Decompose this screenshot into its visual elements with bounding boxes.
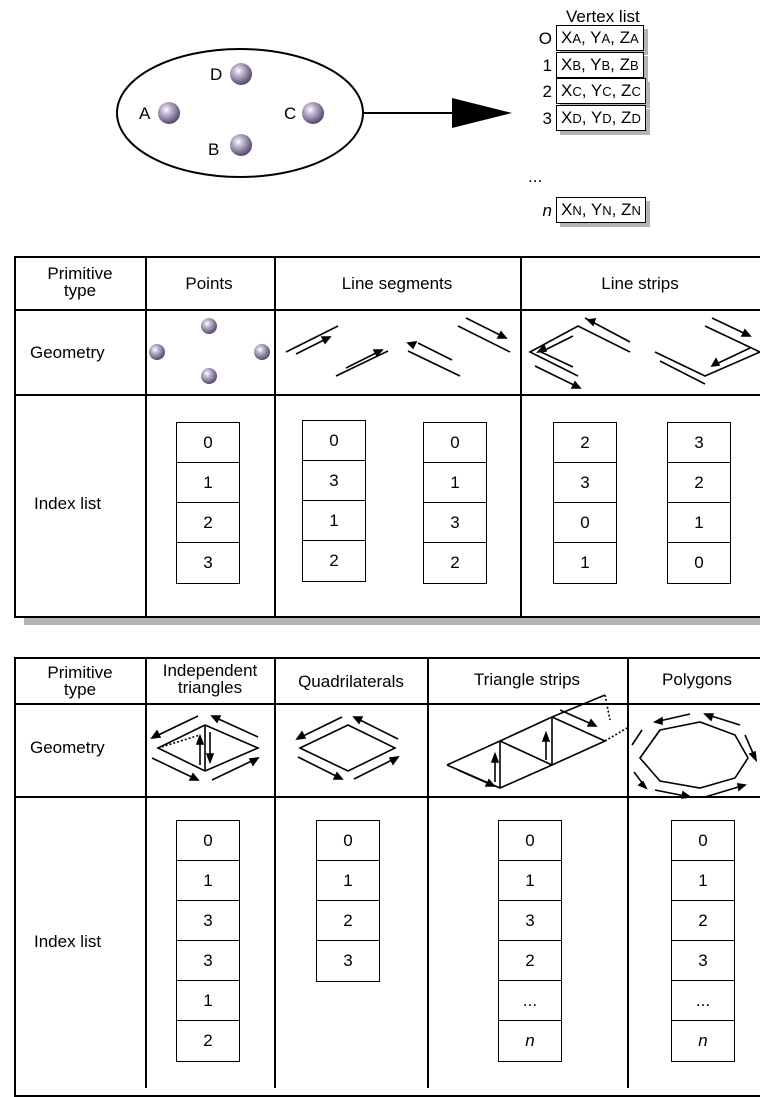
index-cell: 3 [177,941,239,981]
point-c-sphere [302,102,324,124]
table1-shadow [24,616,760,625]
point-label-a: A [139,104,151,123]
index-cell: 0 [317,821,379,861]
index-cell: 3 [668,423,730,463]
vertex-list-title: Vertex list [566,7,640,26]
vertex-index: O [538,29,552,48]
table1-col-header-line-segments: Line segments [341,274,453,293]
index-cell: 1 [177,861,239,901]
index-cell: 3 [303,461,365,501]
table2-col-header-triangle-strips: Triangle strips [473,670,581,689]
table2-frame [14,657,760,1097]
quadrilaterals-geometry [295,716,400,780]
vertex-list-ellipsis: ... [528,167,543,186]
index-cell: 0 [177,423,239,463]
line-strips-geometry [528,317,760,389]
index-cell: 2 [499,941,561,981]
table1-row-header-type: Primitive type [47,264,113,300]
table2-row-header-index: Index list [34,932,102,951]
index-cell: 3 [554,463,616,503]
point-d-sphere [230,63,252,85]
point-b-sphere [230,134,252,156]
index-cell: 3 [203,553,213,572]
index-cell: 1 [499,861,561,901]
index-cell: 2 [317,901,379,941]
index-cell: 3 [499,901,561,941]
independent-triangles-geometry [150,715,261,781]
polygons-geometry [631,713,758,799]
index-cell: 2 [554,423,616,463]
vertex-index: 3 [542,109,552,128]
index-cell: 0 [424,423,486,463]
index-cell: 3 [424,503,486,543]
vertex-index: 1 [542,56,552,75]
index-cell: 2 [177,503,239,543]
index-cell: 0 [694,553,704,572]
index-cell: 0 [672,821,734,861]
index-cell: 1 [177,463,239,503]
index-cell: 2 [668,463,730,503]
vertex-index: n [542,201,552,220]
index-cell: 2 [203,1031,213,1050]
table1-row-header-geometry: Geometry [30,343,105,362]
index-cell: 1 [668,503,730,543]
index-cell: 3 [343,951,353,970]
table1-frame [14,256,760,618]
table2-row-header-geometry: Geometry [30,738,105,757]
index-cell: 1 [424,463,486,503]
index-cell: 1 [317,861,379,901]
index-cell: 1 [672,861,734,901]
line-segments-geometry [285,317,511,377]
point-label-c: C [284,104,297,123]
index-cell: 1 [580,553,590,572]
points-geometry [149,318,270,384]
table1-col-header-points: Points [185,274,233,293]
object-graphic [116,48,512,178]
triangle-strips-geometry [446,694,628,789]
index-cell: 0 [554,503,616,543]
index-cell: n [525,1031,535,1050]
index-cell: 2 [450,553,460,572]
table1-col-header-line-strips: Line strips [601,274,679,293]
index-cell: 1 [303,501,365,541]
table2-col-header-quadrilaterals: Quadrilaterals [298,672,404,691]
point-label-d: D [210,65,223,84]
vertex-index: 2 [542,82,552,101]
table1-row-header-index: Index list [34,494,102,513]
object-to-list-arrowhead [452,98,512,128]
index-cell: 2 [672,901,734,941]
point-a-sphere [158,102,180,124]
point-label-b: B [208,140,220,159]
index-cell: ... [672,981,734,1021]
table2-row-header-type: Primitive type [47,663,113,699]
index-cell: 2 [329,551,339,570]
index-cell: 1 [177,981,239,1021]
index-cell: ... [499,981,561,1021]
index-cell: 3 [177,901,239,941]
index-cell: 3 [672,941,734,981]
index-cell: n [698,1031,708,1050]
table2-col-header-polygons: Polygons [662,670,732,689]
table2-col-header-independent-triangles: Independent triangles [162,661,258,697]
index-cell: 0 [177,821,239,861]
index-cell: 0 [499,821,561,861]
index-cell: 0 [303,421,365,461]
